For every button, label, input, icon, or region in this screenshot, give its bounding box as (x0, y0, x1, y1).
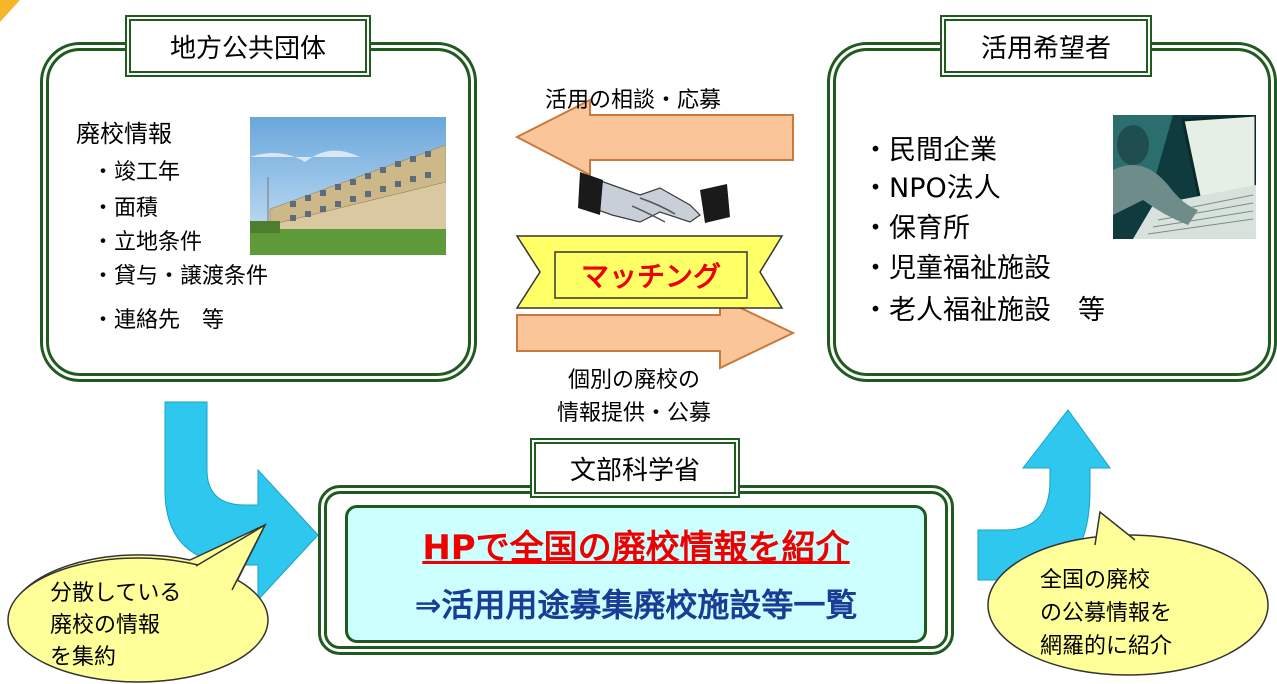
school-info-item: ・連絡先 等 (92, 308, 225, 333)
applicant-item: ・児童福祉施設 (862, 253, 1051, 284)
right-arrow-information (516, 296, 796, 370)
info-provision-label-2: 情報提供・公募 (557, 401, 712, 426)
school-info-item: ・立地条件 (92, 230, 203, 255)
school-info-item: ・貸与・譲渡条件 (92, 264, 269, 289)
ministry-title: 文部科学省 (530, 438, 740, 498)
handshake-icon (578, 172, 730, 223)
matching-label: マッチング (580, 260, 721, 293)
right-bubble-line: 全国の廃校 (1040, 568, 1151, 593)
matching-label-box (554, 251, 748, 299)
applicants-title: 活用希望者 (940, 15, 1152, 77)
local-gov-title: 地方公共団体 (125, 15, 371, 77)
applicant-item: ・保育所 (862, 213, 970, 244)
corner-diamond (0, 0, 20, 22)
school-info-item: ・面積 (92, 196, 159, 221)
left-bubble-line: 分散している (50, 581, 182, 606)
ministry-headline: HPで全国の廃校情報を紹介 (422, 528, 850, 568)
right-bubble-line: 網羅的に紹介 (1040, 634, 1173, 659)
applicant-item: ・民間企業 (862, 135, 997, 166)
ministry-inner-panel (345, 505, 927, 643)
left-bubble-line: を集約 (50, 645, 117, 670)
school-photo (250, 117, 446, 255)
left-arrow-consultation (514, 98, 794, 177)
applicant-item: ・NPO法人 (862, 173, 1001, 204)
ministry-subline: ⇒活用用途募集廃校施設等一覧 (414, 586, 858, 624)
school-info-item: ・竣工年 (92, 160, 181, 185)
computer-user-photo (1113, 115, 1256, 239)
info-provision-label-1: 個別の廃校の (568, 368, 701, 393)
left-bubble-line: 廃校の情報 (50, 613, 161, 638)
right-bubble-line: の公募情報を (1040, 601, 1173, 626)
school-info-heading: 廃校情報 (76, 120, 172, 148)
applicant-item: ・老人福祉施設 等 (862, 295, 1105, 326)
consultation-label: 活用の相談・応募 (545, 88, 722, 113)
